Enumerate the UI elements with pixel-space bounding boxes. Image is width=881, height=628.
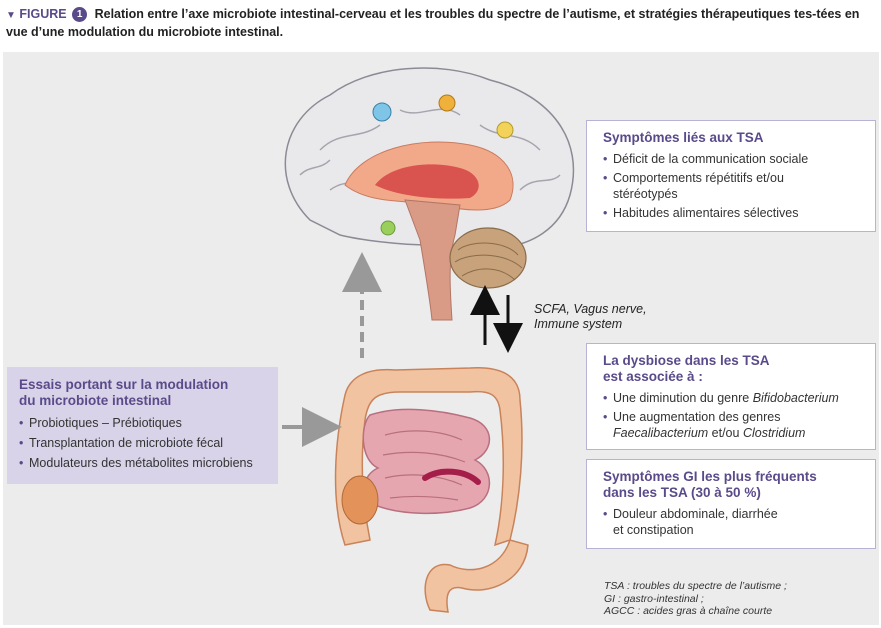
symptoms-box: Symptômes liés aux TSA Déficit de la com… [586,120,876,232]
caption-text: Relation entre l’axe microbiote intestin… [6,7,860,39]
trial-item: Modulateurs des métabolites microbiens [19,455,268,471]
dysbiosis-item-increase-text: Une augmentation des genres [613,410,781,424]
genus-faecalibacterium: Faecalibacterium [613,426,709,440]
gi-symptoms-box: Symptômes GI les plus fréquents dans les… [586,459,876,549]
gi-item-line-1: Douleur abdominale, diarrhée [613,507,778,521]
trial-item: Transplantation de microbiote fécal [19,435,268,451]
dysbiosis-title-line-2: est associée à : [603,369,703,384]
figure-caption: ▼ FIGURE 1 Relation entre l’axe microbio… [6,6,874,41]
dysbiosis-title-line-1: La dysbiose dans les TSA [603,353,770,368]
footnote-line-2: GI : gastro-intestinal ; [604,592,704,605]
dysbiosis-item-decrease: Une diminution du genre Bifidobacterium [603,390,865,406]
trials-box: Essais portant sur la modulation du micr… [7,367,278,484]
footnote-line-3: AGCC : acides gras à chaîne courte [604,605,773,617]
dysbiosis-item-increase: Une augmentation des genres Faecalibacte… [603,409,865,441]
symptom-item: Comportements répétitifs et/ou stéréotyp… [603,170,788,202]
gi-title-line-1: Symptômes GI les plus fréquents [603,469,817,484]
gi-title-line-2: dans les TSA (30 à 50 %) [603,485,761,500]
footnote-line-1: TSA : troubles du spectre de l’autisme ; [604,580,787,592]
symptom-item: Déficit de la communication sociale [603,151,865,167]
gi-item-line-2: et constipation [613,523,694,537]
genus-bifidobacterium: Bifidobacterium [752,391,839,405]
symptoms-title: Symptômes liés aux TSA [603,130,764,145]
symptom-item: Habitudes alimentaires sélectives [603,205,865,221]
genus-join: et/ou [708,426,743,440]
pathway-line-1: SCFA, Vagus nerve, [534,302,647,316]
footnote: TSA : troubles du spectre de l’autisme ;… [604,580,787,618]
intestine-illustration [334,366,529,613]
dysbiosis-box: La dysbiose dans les TSA est associée à … [586,343,876,450]
brain-illustration [284,67,575,321]
dysbiosis-title: La dysbiose dans les TSA est associée à … [603,353,865,385]
trials-title-line-1: Essais portant sur la modulation [19,377,229,392]
gi-title: Symptômes GI les plus fréquents dans les… [603,469,865,501]
dysbiosis-item-decrease-text: Une diminution du genre [613,391,753,405]
pathway-label: SCFA, Vagus nerve, Immune system [534,302,647,332]
pathway-line-2: Immune system [534,317,623,331]
figure-label: FIGURE [19,7,67,21]
trials-title-line-2: du microbiote intestinal [19,393,172,408]
gi-item: Douleur abdominale, diarrhée et constipa… [603,506,865,538]
trials-title: Essais portant sur la modulation du micr… [19,377,268,409]
figure-number: 1 [72,7,88,22]
genus-clostridium: Clostridium [742,426,806,440]
triangle-down-icon: ▼ [6,10,16,21]
trial-item: Probiotiques – Prébiotiques [19,415,268,431]
